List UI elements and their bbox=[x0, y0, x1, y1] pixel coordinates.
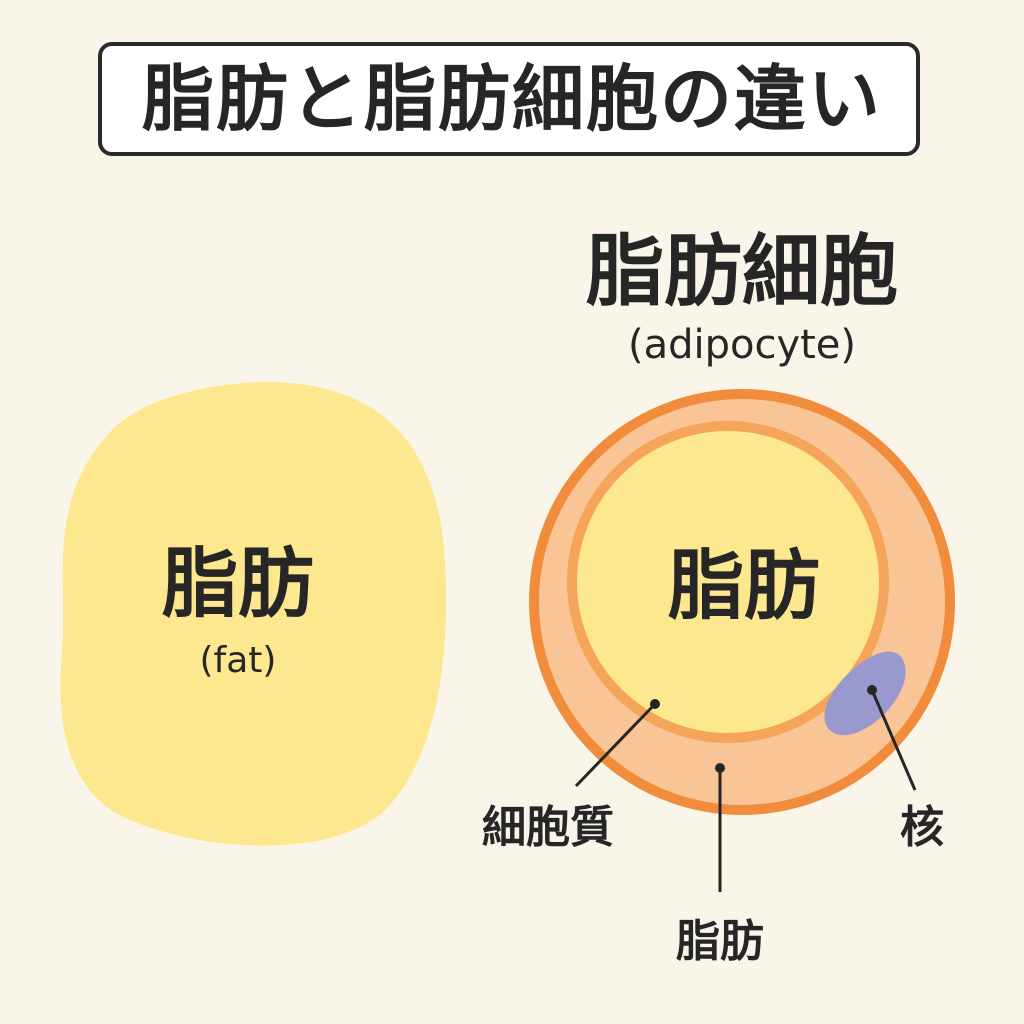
adipocyte-title: 脂肪細胞 bbox=[586, 227, 898, 317]
adipocyte-inner-label: 脂肪 bbox=[668, 541, 820, 630]
fat-label: 脂肪 bbox=[162, 539, 314, 628]
callout-nucleus-label: 核 bbox=[900, 802, 944, 853]
nucleus bbox=[824, 651, 906, 736]
callout-fat-pointer bbox=[715, 763, 725, 892]
callout-fat-label: 脂肪 bbox=[676, 916, 764, 967]
callout-cytoplasm-label: 細胞質 bbox=[482, 802, 614, 853]
callout-nucleus-pointer bbox=[867, 685, 917, 791]
fat-droplet bbox=[567, 421, 889, 743]
adipocyte-subtitle: (adipocyte) bbox=[628, 322, 856, 368]
callout-cytoplasm-pointer bbox=[574, 699, 660, 788]
fat-blob bbox=[60, 382, 447, 846]
page-title: 脂肪と脂肪細胞の違い bbox=[142, 57, 883, 141]
fat-sublabel: (fat) bbox=[200, 640, 277, 681]
title-box: 脂肪と脂肪細胞の違い bbox=[98, 42, 920, 156]
